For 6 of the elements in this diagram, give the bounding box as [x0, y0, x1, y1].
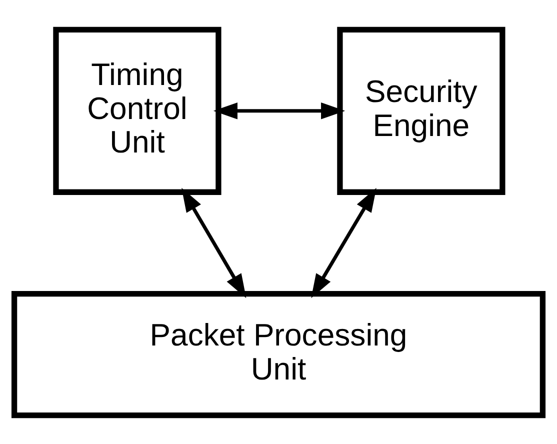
arrow — [213, 102, 346, 119]
node-box: Packet Processing Unit — [11, 290, 546, 418]
arrow — [311, 187, 376, 298]
node-box: Timing Control Unit — [53, 26, 222, 194]
arrow — [182, 187, 246, 298]
node-box: Security Engine — [337, 26, 506, 194]
